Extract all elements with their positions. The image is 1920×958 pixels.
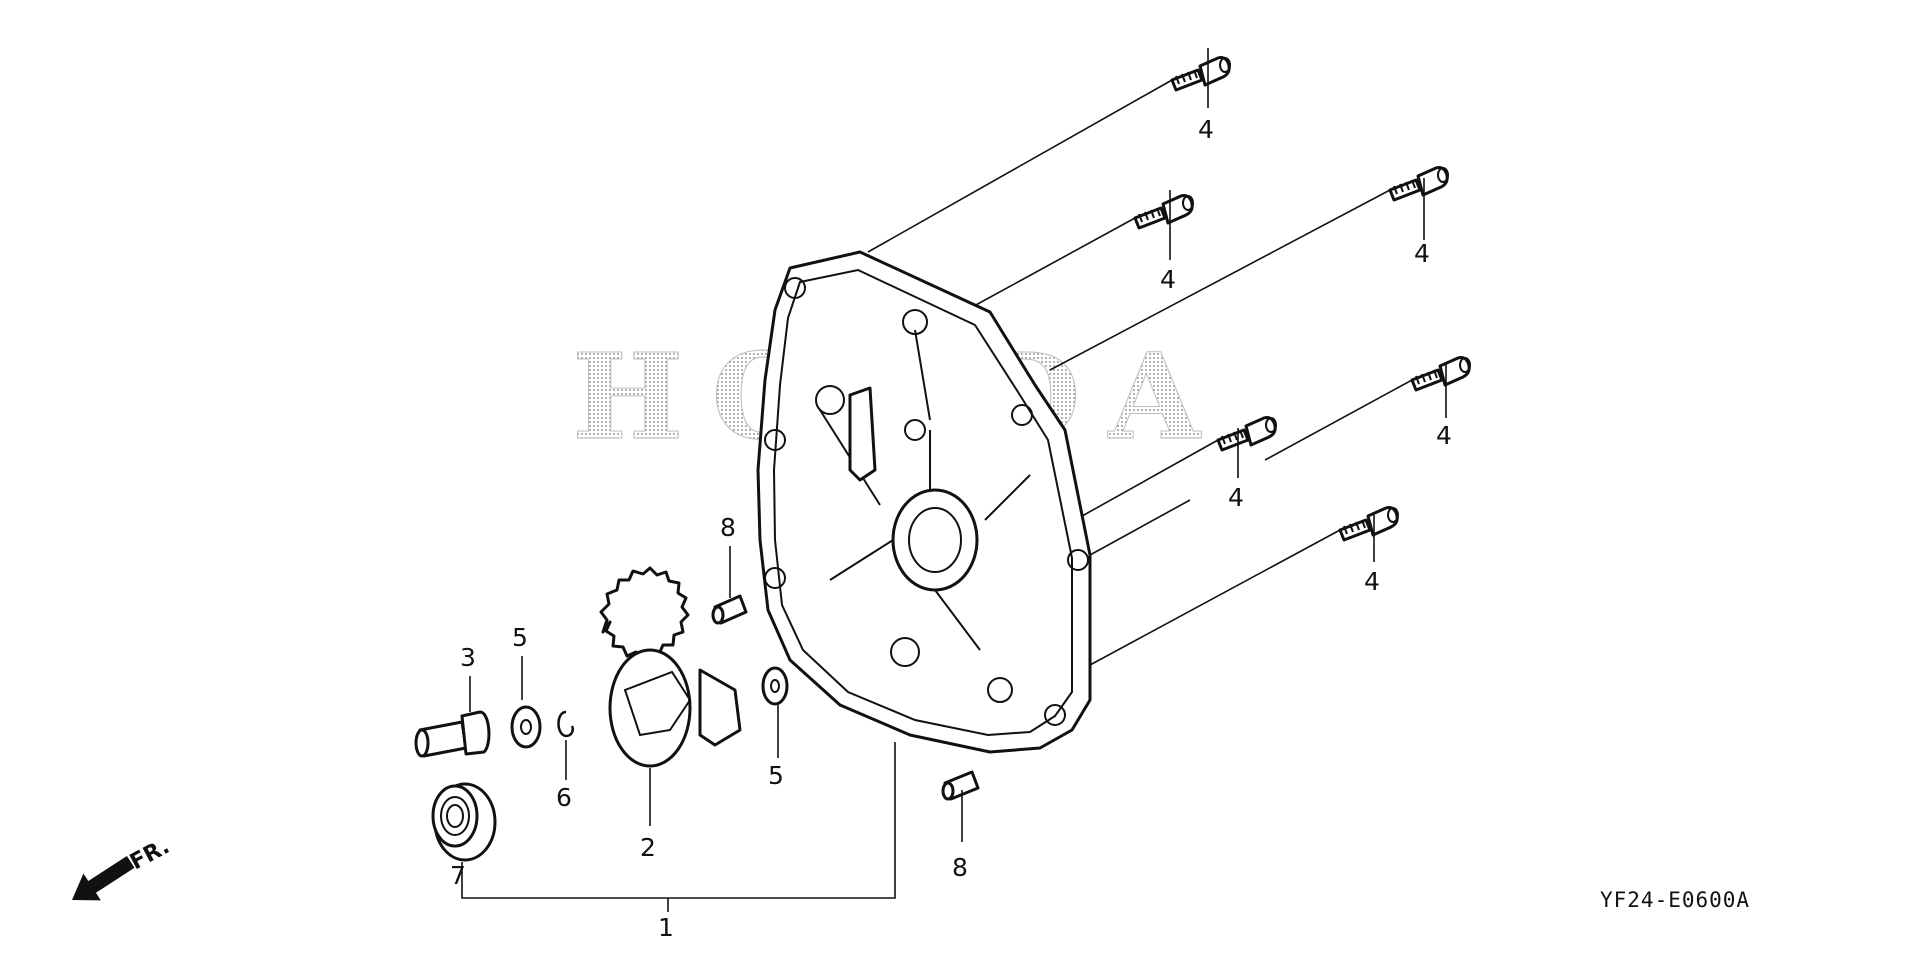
callout-4a: 4	[1198, 115, 1214, 144]
dowel-pin-8b	[941, 770, 980, 801]
callout-4d: 4	[1228, 483, 1244, 512]
callout-5a: 5	[512, 623, 528, 652]
callout-8b: 8	[952, 853, 968, 882]
callout-4f: 4	[1364, 567, 1380, 596]
bolt-4a	[1170, 55, 1232, 92]
callout-5b: 5	[768, 761, 784, 790]
case-cover	[756, 250, 1092, 754]
bolt-4c	[1388, 165, 1450, 202]
callout-1: 1	[658, 913, 674, 942]
bolt-leader-lines	[867, 79, 1413, 666]
callout-2: 2	[640, 833, 656, 862]
gear-shaft	[414, 710, 491, 758]
bolt-4b	[1133, 193, 1195, 230]
bolt-4f	[1338, 505, 1400, 542]
dowel-pin-8a	[711, 594, 748, 625]
callout-4c: 4	[1414, 239, 1430, 268]
bolt-4e	[1410, 355, 1472, 392]
front-direction-label: FR.	[126, 834, 174, 875]
washer-5a	[510, 705, 542, 749]
governor-gear	[599, 566, 742, 768]
bearing	[431, 782, 497, 862]
clip	[557, 710, 574, 738]
washer-5b	[761, 666, 789, 706]
callout-4b: 4	[1160, 265, 1176, 294]
diagram-code: YF24-E0600A	[1600, 888, 1750, 912]
callout-4e: 4	[1436, 421, 1452, 450]
callout-8a: 8	[720, 513, 736, 542]
front-arrow-icon	[72, 856, 135, 901]
callout-6: 6	[556, 783, 572, 812]
callout-leaders	[461, 48, 1447, 912]
callout-7: 7	[450, 861, 466, 890]
callout-3: 3	[460, 643, 476, 672]
